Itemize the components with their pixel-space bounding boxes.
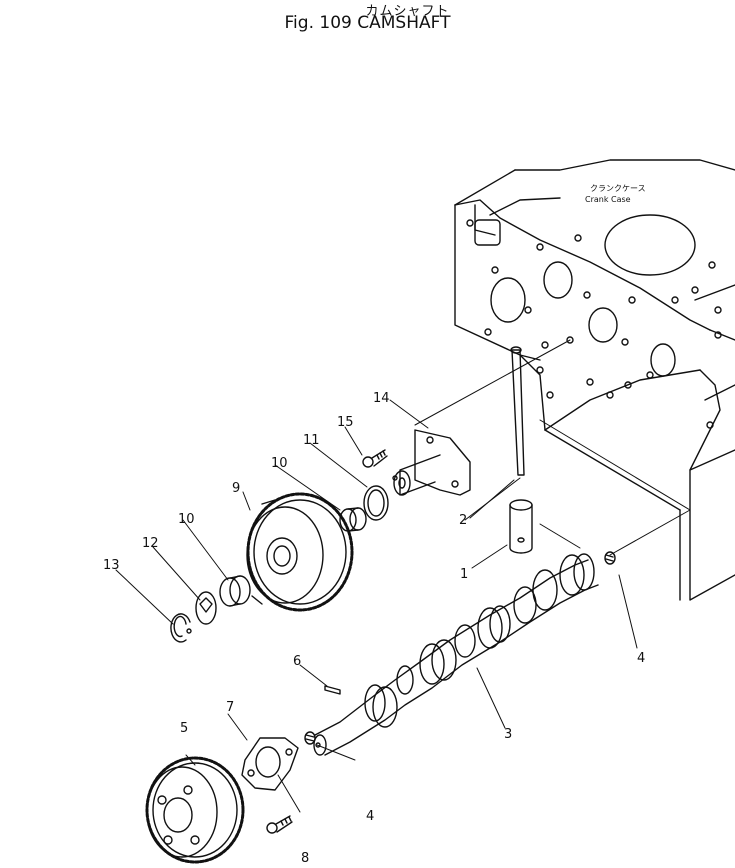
callout-14: 14 — [373, 391, 390, 406]
bushing-upper — [339, 507, 367, 532]
thrust-washer — [195, 591, 217, 625]
crank-case-label-jp: クランクケース — [590, 184, 646, 193]
callout-4-upper: 4 — [637, 651, 645, 666]
plug-lower — [304, 731, 316, 745]
title-japanese: カムシャフト — [365, 4, 450, 19]
idler-gear — [145, 756, 245, 864]
callout-13: 13 — [103, 558, 120, 573]
crank-case — [454, 159, 735, 601]
figure-title: Fig. 109 CAMSHAFT — [284, 13, 451, 33]
callout-5: 5 — [180, 721, 188, 736]
camshaft — [313, 553, 599, 756]
assembly-center-lines — [414, 339, 691, 556]
cam-gear — [246, 492, 354, 612]
callout-6: 6 — [293, 654, 301, 669]
snap-ring — [170, 613, 192, 643]
callout-10-upper: 10 — [271, 456, 288, 471]
callout-2: 2 — [459, 513, 467, 528]
o-ring — [363, 485, 389, 521]
callout-4-lower: 4 — [366, 809, 374, 824]
leader-lines — [115, 399, 638, 813]
callout-3: 3 — [504, 727, 512, 742]
callout-11: 11 — [303, 433, 320, 448]
bolt-15 — [362, 449, 388, 468]
tappet — [509, 499, 533, 554]
thrust-plate — [241, 737, 299, 791]
callout-15: 15 — [337, 415, 354, 430]
callout-12: 12 — [142, 536, 159, 551]
callout-7: 7 — [226, 700, 234, 715]
plug-upper — [604, 551, 616, 565]
camshaft-housing — [392, 429, 471, 496]
bolt-8 — [266, 815, 293, 834]
callout-1: 1 — [460, 567, 468, 582]
crank-case-label-en: Crank Case — [585, 195, 631, 204]
callout-9: 9 — [232, 481, 240, 496]
callout-8: 8 — [301, 851, 309, 866]
key-pin — [324, 685, 341, 695]
collar — [219, 575, 251, 607]
callout-10-lower: 10 — [178, 512, 195, 527]
push-rod — [510, 346, 525, 476]
